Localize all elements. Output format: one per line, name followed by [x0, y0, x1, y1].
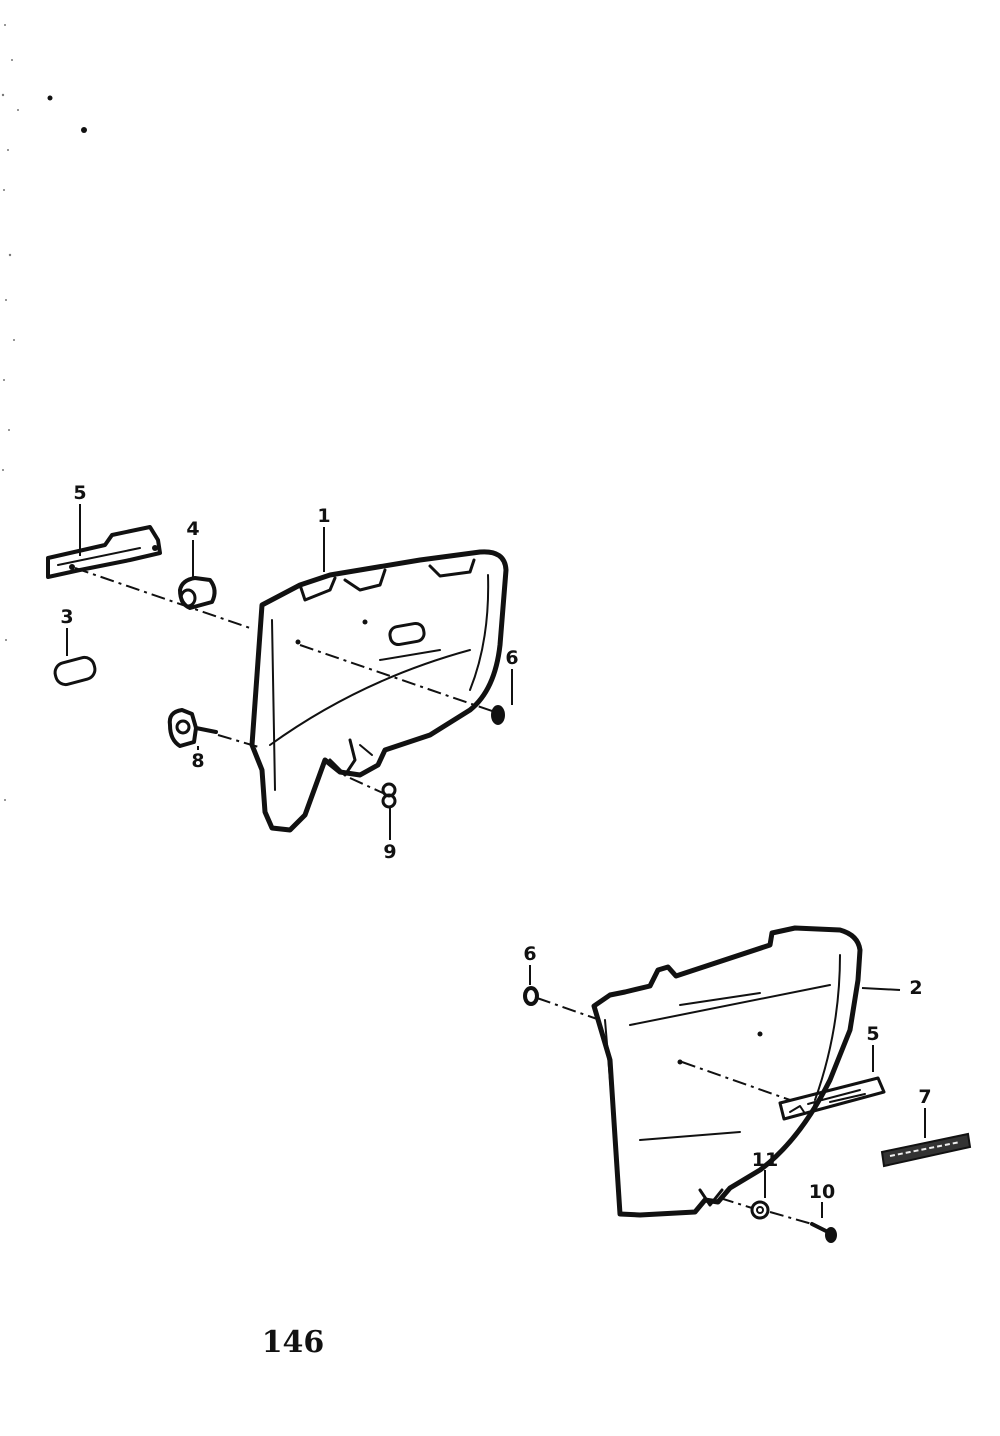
callout-2: 2: [909, 977, 922, 999]
callout-10: 10: [809, 1181, 835, 1203]
callout-5-upper: 5: [73, 482, 86, 504]
callout-7: 7: [918, 1086, 931, 1108]
pad-part-3: [53, 655, 97, 687]
nut-part-6-lower: [523, 986, 539, 1006]
callout-6-lower: 6: [523, 943, 536, 965]
gt-emblem-part-5: [778, 1076, 886, 1121]
callout-5-lower: 5: [866, 1023, 879, 1045]
leader-lines-lower: [529, 965, 926, 1218]
washer-part-9: [381, 782, 397, 809]
knob-bolt-part-8: [167, 708, 218, 748]
assembly-lines-upper: [74, 567, 496, 794]
bolt-part-10: [810, 1222, 837, 1243]
callout-8: 8: [191, 750, 204, 772]
side-cover-lower-part-2: [591, 925, 863, 1218]
callout-9: 9: [383, 841, 396, 863]
washer-part-11: [750, 1200, 770, 1220]
scan-speckle: [1, 24, 87, 801]
callout-6-upper: 6: [505, 647, 518, 669]
callout-11: 11: [752, 1149, 778, 1171]
nut-part-6-upper: [491, 705, 505, 725]
leader-lines-upper: [66, 504, 513, 840]
callout-4: 4: [186, 518, 199, 540]
side-cover-upper-part-1: [249, 549, 509, 833]
page-number: 146: [262, 1325, 325, 1360]
bracket-plate-part-5: [46, 525, 162, 579]
callout-3: 3: [60, 606, 73, 628]
grommet-part-4: [178, 576, 217, 610]
badge-strip-part-7: [880, 1132, 972, 1168]
callout-1: 1: [317, 505, 330, 527]
assembly-lines-lower: [536, 997, 813, 1225]
